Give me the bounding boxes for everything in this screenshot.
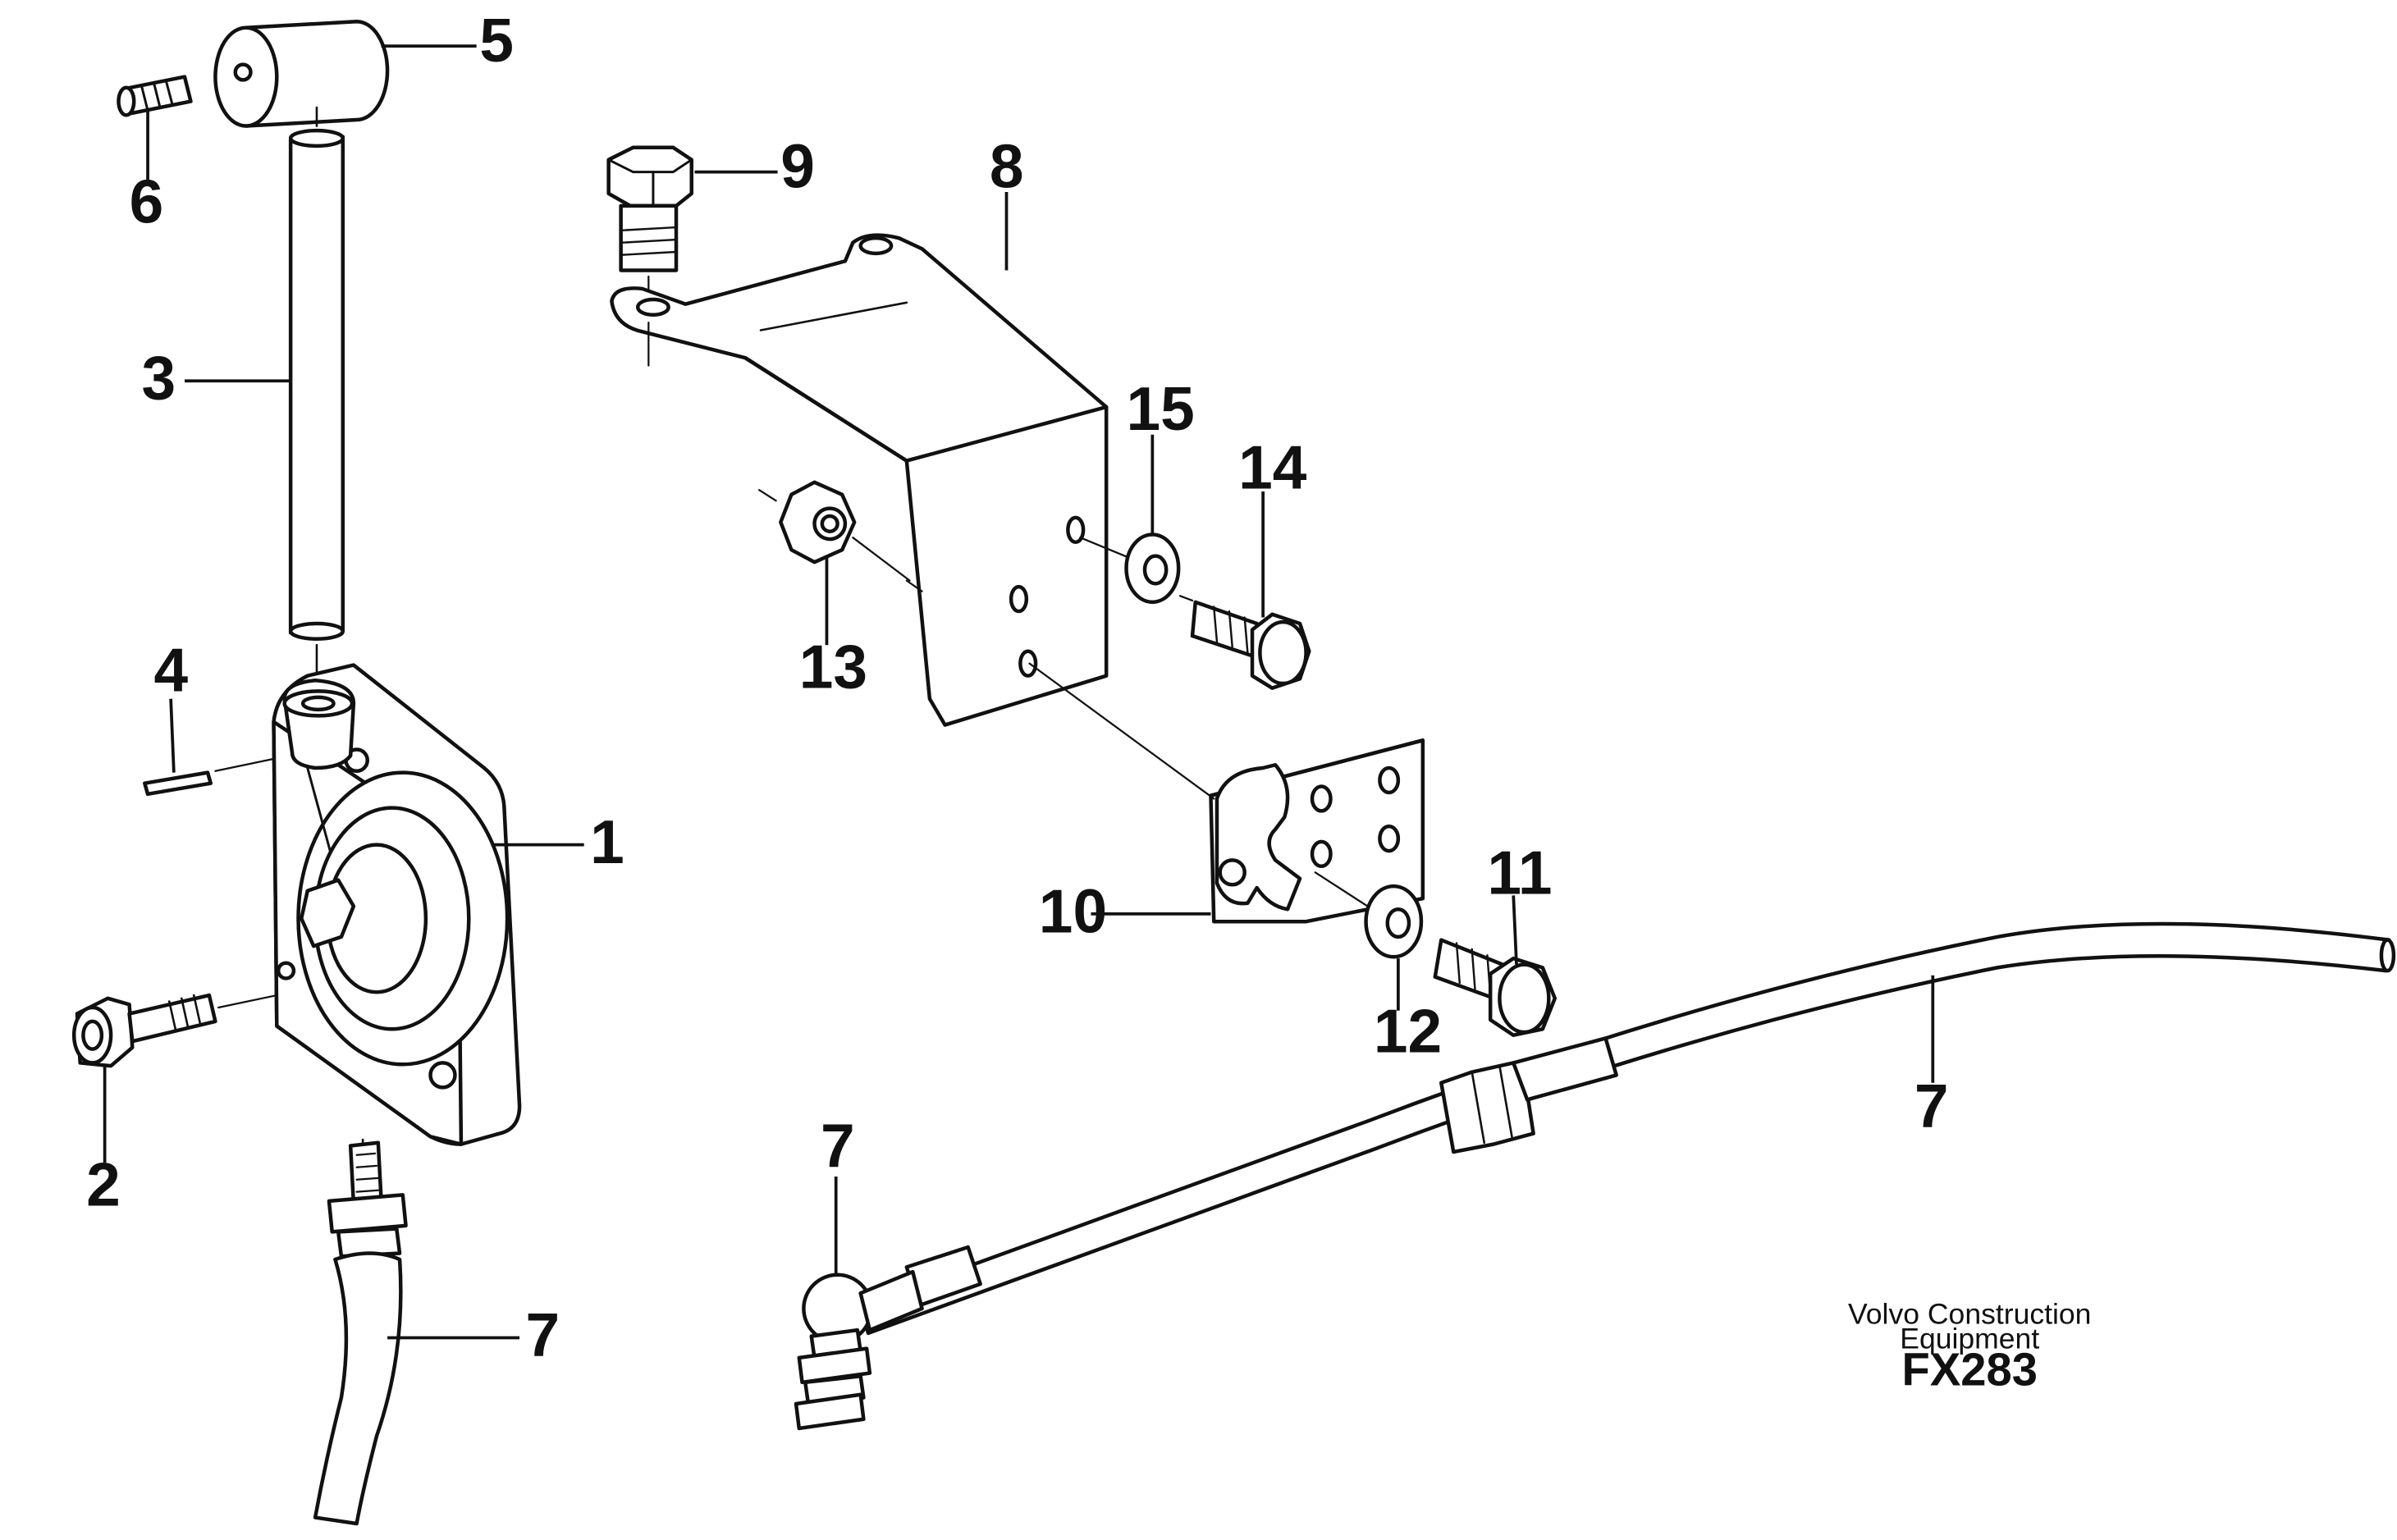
- leader-lines: [103, 44, 1935, 1340]
- callout-3: 3: [142, 344, 176, 413]
- part-10-hex-bolt: [606, 145, 693, 303]
- callout-10: 9: [780, 131, 815, 200]
- callout-7-lower-cable: 7: [526, 1300, 560, 1369]
- part-7-cable-long: [858, 921, 2396, 1336]
- callout-6: 6: [130, 167, 164, 235]
- brand-block: Volvo Construction Equipment FX283: [1848, 1298, 2091, 1396]
- part-8-ball-joint: [794, 1269, 924, 1431]
- part-5-knob: [213, 19, 390, 128]
- callout-1: 1: [590, 807, 624, 876]
- brand-line-2: Equipment: [1900, 1323, 2039, 1355]
- callout-5: 5: [479, 6, 514, 75]
- callout-14: 13: [799, 633, 867, 701]
- callout-labels: 5 6 3 4 1 2 7 9 8 15 14 13 10 11 12 7 7: [86, 6, 1948, 1369]
- part-1-lever-housing: [272, 663, 522, 1169]
- callout-16: 15: [1127, 374, 1195, 443]
- part-11-latch-plate: [905, 579, 1425, 924]
- part-15-hex-bolt: [1178, 595, 1311, 690]
- part-6-set-screw: [117, 75, 193, 117]
- callout-12: 11: [1487, 839, 1552, 907]
- part-2-socket-bolt: [71, 993, 278, 1068]
- drawing-code: FX283: [1902, 1344, 2038, 1396]
- part-13-washer: [1364, 884, 1424, 959]
- callout-7-long-cable: 7: [1914, 1072, 1949, 1140]
- part-9-bracket: [610, 233, 1109, 727]
- callout-2: 2: [86, 1150, 121, 1219]
- part-16-washer: [1079, 532, 1181, 605]
- callout-8: 7: [821, 1112, 855, 1181]
- callout-13: 12: [1374, 996, 1442, 1065]
- part-7-cable-lower: [313, 1140, 408, 1526]
- part-14-nut: [757, 480, 911, 582]
- part-3-lever-rod: [288, 106, 345, 685]
- brand-line-1: Volvo Construction: [1848, 1298, 2091, 1331]
- part-4-pin: [143, 754, 290, 797]
- callout-15: 14: [1238, 432, 1307, 501]
- callout-4: 4: [154, 635, 189, 704]
- part-12-hex-bolt: [1433, 938, 1558, 1037]
- callout-9: 8: [990, 131, 1024, 200]
- callout-11: 10: [1039, 876, 1107, 945]
